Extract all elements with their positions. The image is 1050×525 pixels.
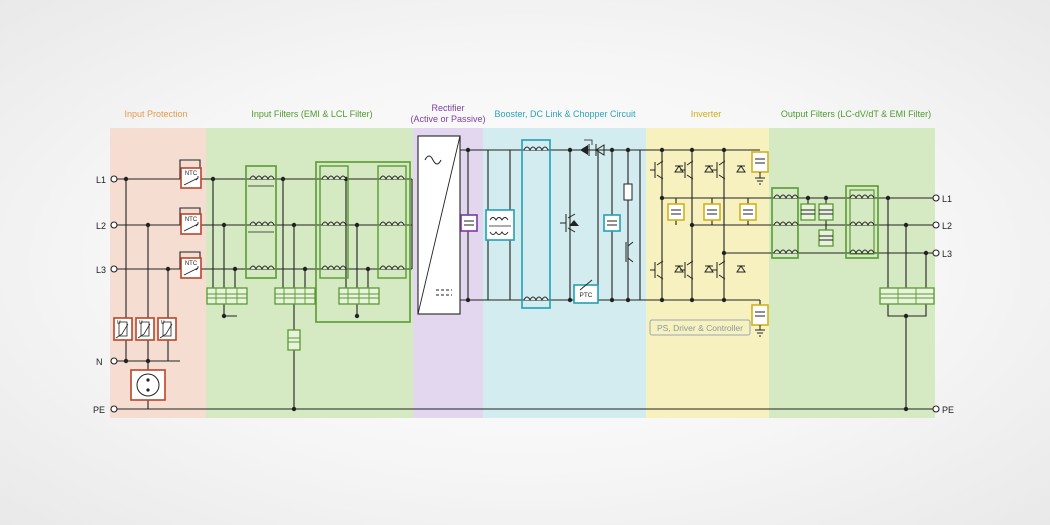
gas-discharge-tube [130, 369, 166, 401]
terminal-l3-out [932, 249, 940, 257]
terminal-l1-in [110, 175, 118, 183]
ptc-resistor: PTC [573, 279, 599, 304]
rectifier-block [417, 135, 478, 315]
svg-text:U: U [161, 320, 165, 326]
varistor-2: U [135, 317, 155, 341]
lcl-filter-block [315, 161, 411, 323]
svg-text:U: U [139, 320, 143, 326]
section-labels: Input Protection Input Filters (EMI & LC… [124, 103, 931, 124]
output-terminals: L1 L2 L3 PE [932, 194, 954, 415]
svg-text:NTC: NTC [185, 261, 198, 267]
terminal-label-pe-in: PE [93, 405, 105, 415]
terminal-n-in [110, 357, 118, 365]
booster-components: PTC [485, 139, 634, 309]
terminal-label-l3-in: L3 [96, 265, 106, 275]
svg-text:U: U [117, 320, 121, 326]
rectifier-sublabel: (Active or Passive) [410, 114, 485, 124]
junction-dots [123, 147, 929, 412]
output-filters-zone [769, 128, 935, 418]
svg-text:NTC: NTC [185, 217, 198, 223]
rectifier-label: Rectifier [431, 103, 464, 113]
varistor-group: U U U [113, 317, 177, 341]
ps-driver-controller-label: PS, Driver & Controller [649, 319, 751, 336]
varistor-3: U [157, 317, 177, 341]
terminal-label-pe-out: PE [942, 405, 954, 415]
output-filters-label: Output Filters (LC-dV/dT & EMI Filter) [781, 109, 931, 119]
inverter-switches [650, 160, 746, 280]
svg-text:PTC: PTC [580, 292, 593, 299]
inverter-label: Inverter [691, 109, 722, 119]
ntc-l2: NTC [180, 213, 202, 235]
terminal-l3-in [110, 265, 118, 273]
terminal-pe-out [932, 405, 940, 413]
input-filters-label: Input Filters (EMI & LCL Filter) [251, 109, 372, 119]
ntc-l1: NTC [180, 167, 202, 189]
input-filters-zone [206, 128, 413, 418]
terminal-label-l1-in: L1 [96, 175, 106, 185]
terminal-l1-out [932, 194, 940, 202]
booster-zone [483, 128, 646, 418]
inverter-zone [646, 128, 769, 418]
ntc-l3: NTC [180, 257, 202, 279]
terminal-label-l2-out: L2 [942, 221, 952, 231]
terminal-l2-in [110, 221, 118, 229]
terminal-label-n-in: N [96, 357, 103, 367]
input-terminals: L1 L2 L3 N PE [93, 175, 118, 415]
booster-label: Booster, DC Link & Chopper Circuit [494, 109, 636, 119]
varistor-1: U [113, 317, 133, 341]
input-protection-label: Input Protection [124, 109, 187, 119]
svg-text:PS, Driver & Controller: PS, Driver & Controller [657, 323, 743, 333]
terminal-pe-in [110, 405, 118, 413]
emi-choke-1 [245, 165, 277, 279]
terminal-label-l1-out: L1 [942, 194, 952, 204]
filter-capacitors [206, 287, 380, 351]
svg-text:NTC: NTC [185, 171, 198, 177]
output-chokes [771, 185, 879, 259]
inverter-capacitors [667, 151, 769, 337]
terminal-label-l3-out: L3 [942, 249, 952, 259]
output-capacitors [800, 203, 935, 305]
terminal-l2-out [932, 221, 940, 229]
terminal-label-l2-in: L2 [96, 221, 106, 231]
